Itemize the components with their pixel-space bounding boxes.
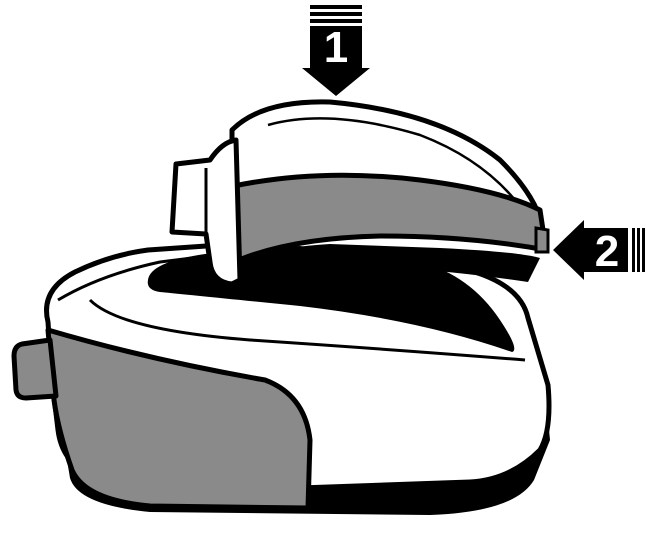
step-2-arrow: 2 [553, 220, 645, 280]
arrow-2-speed-line [632, 228, 635, 272]
step-2-label: 2 [595, 227, 619, 276]
base-rim-line [57, 250, 241, 302]
arrow-2-speed-line [642, 228, 645, 272]
arrow-1-speed-line [310, 5, 362, 9]
step-1-arrow: 1 [302, 5, 370, 96]
cartridge-underside [222, 244, 540, 282]
arrow-1-speed-line [310, 12, 362, 16]
arrow-2-speed-line [637, 228, 640, 272]
base-unit [11, 240, 552, 515]
base-inner-rim [88, 298, 526, 362]
base-side-tab [11, 337, 59, 401]
base-grey-panel [45, 327, 313, 511]
step-1-label: 1 [324, 23, 348, 72]
cartridge-front-nub [534, 226, 550, 254]
top-cartridge [169, 99, 550, 287]
left-arrow-icon [553, 220, 628, 280]
cartridge-top-contour [267, 117, 516, 201]
arrow-1-speed-line [310, 19, 362, 23]
down-arrow-icon [302, 26, 370, 96]
